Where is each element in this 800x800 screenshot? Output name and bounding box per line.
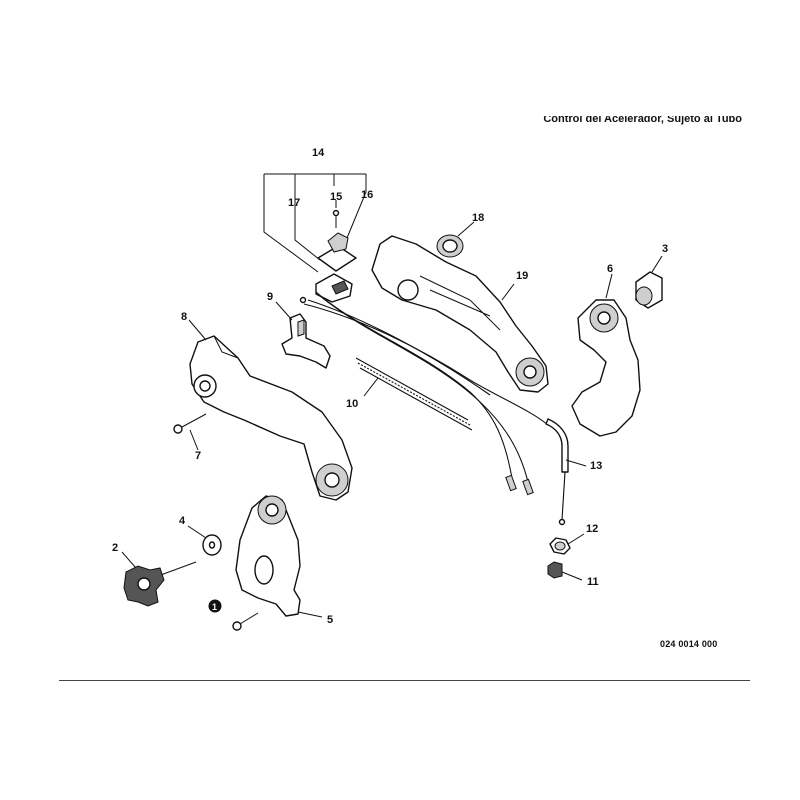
part-13-cable-sheath (545, 418, 569, 473)
part-17-plate (317, 245, 357, 272)
part-6-clamp (571, 299, 641, 437)
wire-1 (315, 291, 513, 479)
callout-17: 17 (288, 197, 300, 209)
document-code: 024 0014 000 (660, 639, 718, 649)
part-12-nut (549, 537, 571, 555)
callout-4: 4 (179, 515, 186, 527)
part-18-grommet (436, 234, 464, 258)
part-2-knob (123, 561, 197, 607)
callout-1: 1 (212, 602, 217, 612)
part-5-clamp (235, 495, 301, 617)
part-15-screw-head (332, 209, 340, 217)
callout-2: 2 (112, 542, 118, 554)
callout-10: 10 (346, 398, 358, 410)
callout-7: 7 (195, 450, 201, 462)
part-11-set-screw (547, 561, 563, 579)
part-9-trigger-detail (297, 319, 305, 337)
callout-16: 16 (361, 189, 373, 201)
leader-lines (121, 200, 663, 618)
callout-labels: 14 15 16 17 18 19 3 6 9 8 10 7 13 4 2 12… (112, 147, 668, 626)
wire-harness (299, 291, 569, 526)
wire-2 (319, 295, 529, 483)
wire-terminal-2 (522, 478, 534, 496)
footer-divider (59, 680, 750, 681)
switch-assembly-group (263, 173, 367, 303)
part-13-inner-wire (561, 471, 566, 521)
part-19-housing (371, 235, 549, 393)
callout-6: 6 (607, 263, 613, 275)
part-3-bushing (635, 271, 663, 309)
callout-18: 18 (472, 212, 484, 224)
part-16-clip (327, 232, 349, 253)
callout-5: 5 (327, 614, 333, 626)
part-14-switch-button (331, 280, 349, 295)
callout-14: 14 (312, 147, 325, 159)
callout-11: 11 (587, 576, 599, 588)
callout-15: 15 (330, 191, 342, 203)
wire-3 (307, 299, 491, 396)
part-10-spring (355, 357, 473, 431)
part-1-screw (232, 612, 259, 631)
wire-terminal-1 (505, 474, 517, 492)
callout-3: 3 (662, 243, 668, 255)
callout-1-badge (208, 599, 222, 613)
cable-end-top (299, 296, 307, 304)
callout-9: 9 (267, 291, 273, 303)
header-crop (0, 0, 800, 116)
part-7-screw (173, 413, 207, 434)
part-9-trigger (281, 313, 331, 369)
part-4-washer (202, 534, 222, 556)
callout-8: 8 (181, 311, 187, 323)
callout-13: 13 (590, 460, 602, 472)
part-8-handle (189, 335, 353, 501)
throttle-cable (303, 303, 549, 426)
callout-19: 19 (516, 270, 528, 282)
part-13-cable-end (558, 518, 566, 526)
page-title: Control del Acelerador, Sujeto al Tubo (543, 113, 742, 125)
callout-14-bracket (263, 173, 367, 273)
callout-12: 12 (586, 523, 598, 535)
